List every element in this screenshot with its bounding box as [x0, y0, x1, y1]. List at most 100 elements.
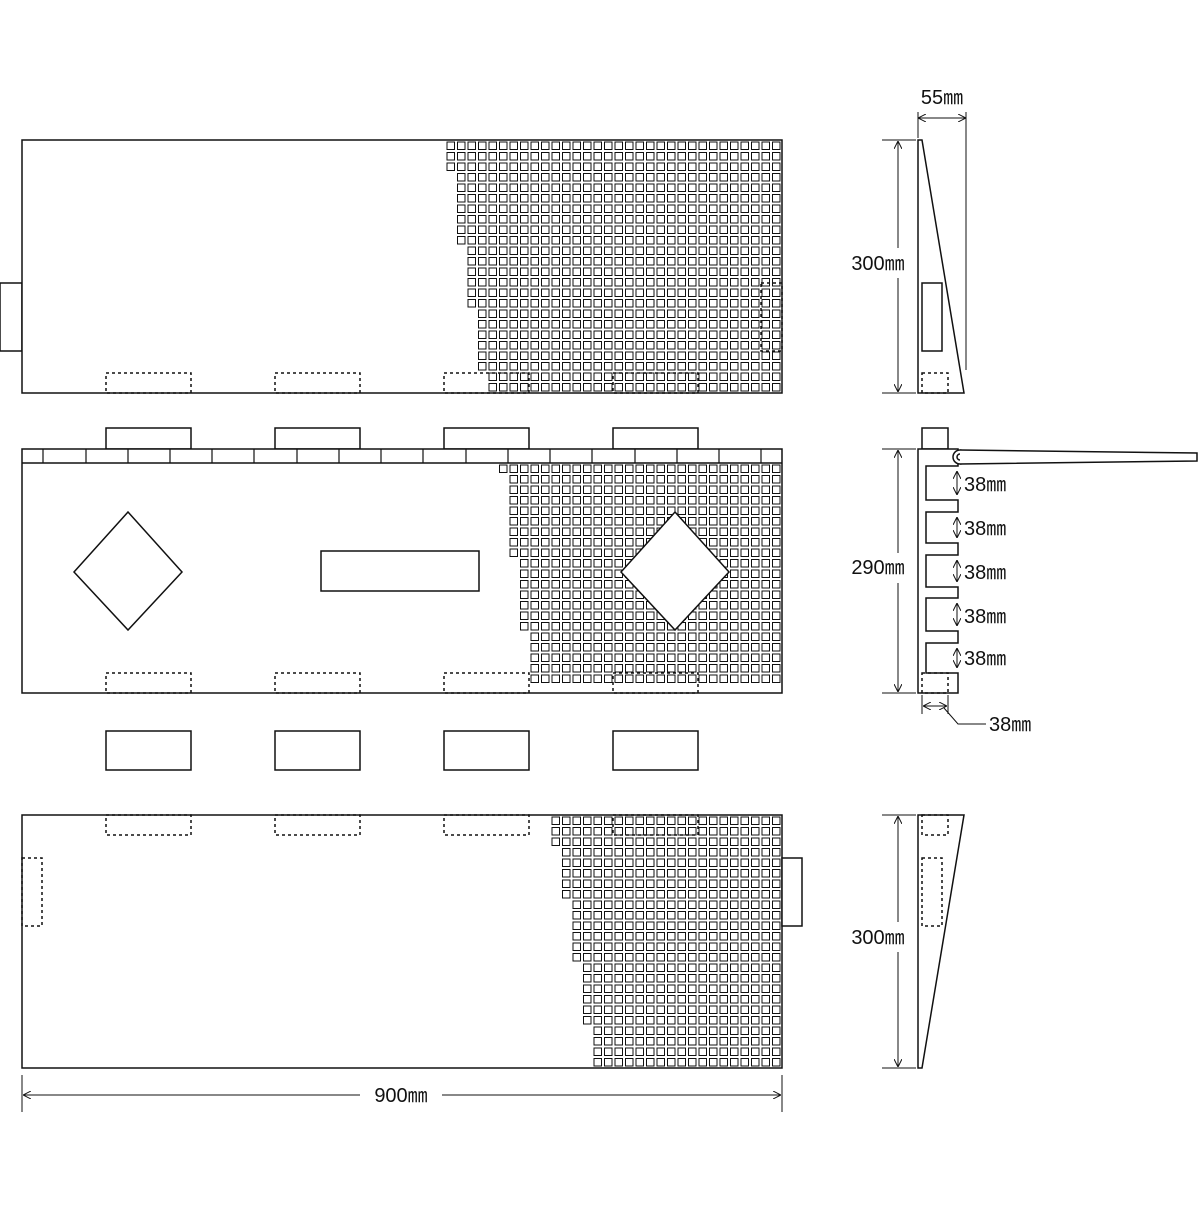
grid-cell	[593, 194, 602, 203]
grid-cell	[635, 183, 644, 192]
grid-cell	[635, 643, 644, 652]
grid-cell	[740, 1058, 749, 1067]
grid-cell	[562, 225, 571, 234]
grid-cell	[730, 858, 739, 867]
grid-cell	[719, 1016, 728, 1025]
grid-cell	[593, 288, 602, 297]
grid-cell	[709, 879, 718, 888]
grid-cell	[593, 517, 602, 526]
grid-cell	[751, 816, 760, 825]
grid-cell	[541, 288, 550, 297]
grid-cell	[509, 506, 518, 515]
grid-cell	[604, 601, 613, 610]
grid-cell	[604, 890, 613, 899]
grid-cell	[593, 362, 602, 371]
grid-cell	[677, 475, 686, 484]
grid-cell	[625, 257, 634, 266]
grid-cell	[751, 1047, 760, 1056]
grid-cell	[646, 848, 655, 857]
grid-cell	[688, 496, 697, 505]
grid-cell	[751, 942, 760, 951]
grid-cell	[709, 538, 718, 547]
grid-cell	[541, 538, 550, 547]
grid-cell	[625, 527, 634, 536]
grid-cell	[709, 173, 718, 182]
grid-cell	[635, 527, 644, 536]
grid-cell	[499, 183, 508, 192]
grid-cell	[572, 942, 581, 951]
grid-cell	[551, 632, 560, 641]
grid-cell	[698, 162, 707, 171]
grid-cell	[656, 1016, 665, 1025]
width-label: 900㎜	[374, 1085, 427, 1107]
grid-cell	[604, 372, 613, 381]
grid-cell	[530, 225, 539, 234]
grid-cell	[572, 643, 581, 652]
grid-cell	[730, 506, 739, 515]
grid-cell	[667, 953, 676, 962]
grid-cell	[740, 299, 749, 308]
grid-cell	[730, 869, 739, 878]
grid-cell	[709, 622, 718, 631]
grid-cell	[562, 653, 571, 662]
grid-cell	[719, 236, 728, 245]
grid-cell	[761, 299, 770, 308]
grid-cell	[761, 215, 770, 224]
grid-cell	[625, 464, 634, 473]
grid-cell	[772, 1037, 781, 1046]
grid-cell	[593, 383, 602, 392]
grid-cell	[740, 194, 749, 203]
grid-cell	[751, 995, 760, 1004]
grid-cell	[625, 653, 634, 662]
grid-cell	[688, 141, 697, 150]
grid-cell	[583, 152, 592, 161]
grid-cell	[446, 152, 455, 161]
grid-cell	[625, 299, 634, 308]
grid-cell	[751, 496, 760, 505]
grid-cell	[509, 527, 518, 536]
grid-cell	[530, 141, 539, 150]
grid-cell	[646, 173, 655, 182]
grid-cell	[677, 632, 686, 641]
grid-cell	[635, 1016, 644, 1025]
grid-cell	[572, 194, 581, 203]
grid-cell	[572, 932, 581, 941]
grid-cell	[614, 974, 623, 983]
grid-cell	[719, 246, 728, 255]
grid-cell	[488, 267, 497, 276]
grid-cell	[541, 517, 550, 526]
grid-cell	[625, 879, 634, 888]
grid-cell	[646, 674, 655, 683]
grid-cell	[761, 932, 770, 941]
grid-cell	[604, 869, 613, 878]
grid-cell	[751, 506, 760, 515]
grid-cell	[635, 932, 644, 941]
grid-cell	[551, 141, 560, 150]
grid-cell	[572, 330, 581, 339]
grid-cell	[604, 827, 613, 836]
grid-cell	[520, 506, 529, 515]
grid-cell	[635, 362, 644, 371]
grid-cell	[688, 320, 697, 329]
grid-cell	[751, 152, 760, 161]
grid-cell	[667, 246, 676, 255]
grid-cell	[740, 236, 749, 245]
grid-cell	[740, 1026, 749, 1035]
grid-cell	[614, 921, 623, 930]
grid-cell	[625, 921, 634, 930]
mid-strip-divisions	[42, 449, 762, 463]
grid-cell	[551, 215, 560, 224]
grid-cell	[688, 900, 697, 909]
grid-cell	[698, 475, 707, 484]
grid-cell	[562, 538, 571, 547]
grid-cell	[719, 995, 728, 1004]
grid-cell	[751, 1037, 760, 1046]
grid-cell	[530, 341, 539, 350]
grid-cell	[772, 963, 781, 972]
grid-cell	[520, 162, 529, 171]
grid-cell	[551, 506, 560, 515]
grid-cell	[761, 517, 770, 526]
grid-cell	[625, 278, 634, 287]
grid-cell	[730, 351, 739, 360]
grid-cell	[562, 816, 571, 825]
